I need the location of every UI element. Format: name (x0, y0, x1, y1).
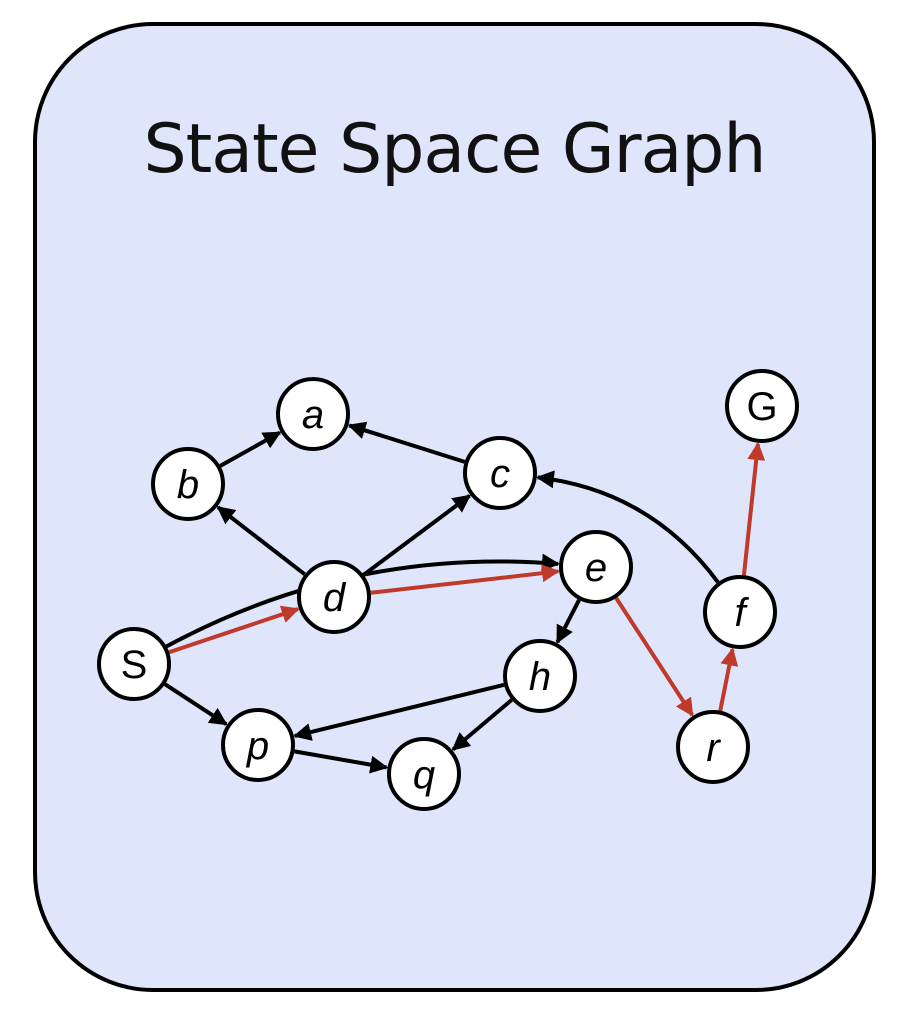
node-r-label: r (706, 726, 721, 770)
edge-f-to-G (741, 441, 766, 576)
node-c-label: c (490, 452, 510, 496)
edge-e-to-h (555, 598, 581, 644)
node-a: a (276, 377, 350, 451)
edge-f-to-c (535, 470, 720, 584)
node-h-circle (503, 639, 577, 713)
node-h: h (503, 639, 577, 713)
edge-S-to-d (168, 605, 300, 655)
edge-d-to-c (362, 494, 471, 577)
node-p-circle (221, 708, 295, 782)
node-f: f (703, 575, 777, 649)
node-p: p (221, 708, 295, 782)
node-d-label: d (323, 576, 347, 620)
node-q: q (387, 737, 461, 811)
node-f-circle (703, 575, 777, 649)
node-b: b (151, 447, 225, 521)
node-r-circle (676, 710, 750, 784)
node-d: d (297, 560, 371, 634)
edge-S-to-p (163, 682, 228, 726)
edge-h-to-p (293, 682, 505, 741)
node-G-circle (725, 369, 799, 443)
node-b-circle (151, 447, 225, 521)
node-c-circle (463, 436, 537, 510)
node-b-label: b (177, 463, 199, 507)
node-d-circle (297, 560, 371, 634)
node-S: S (97, 627, 171, 701)
edge-c-to-a (347, 421, 466, 464)
node-a-label: a (302, 393, 324, 437)
edge-b-to-a (219, 430, 282, 468)
node-S-label: S (121, 643, 148, 687)
node-S-circle (97, 627, 171, 701)
node-e-label: e (585, 546, 607, 590)
node-G-label: G (746, 385, 777, 429)
diagram-title: State Space Graph (143, 110, 766, 189)
edge-d-to-e (370, 564, 561, 595)
edge-p-to-q (294, 749, 389, 774)
edge-d-to-b (216, 505, 306, 576)
node-q-label: q (413, 753, 435, 797)
node-q-circle (387, 737, 461, 811)
edge-h-to-q (451, 698, 514, 752)
edge-e-to-r (614, 596, 694, 717)
edge-r-to-f (718, 647, 739, 712)
node-h-label: h (529, 655, 551, 699)
node-a-circle (276, 377, 350, 451)
node-p-label: p (246, 724, 269, 768)
node-c: c (463, 436, 537, 510)
node-r: r (676, 710, 750, 784)
node-e: e (559, 530, 633, 604)
node-e-circle (559, 530, 633, 604)
node-G: G (725, 369, 799, 443)
